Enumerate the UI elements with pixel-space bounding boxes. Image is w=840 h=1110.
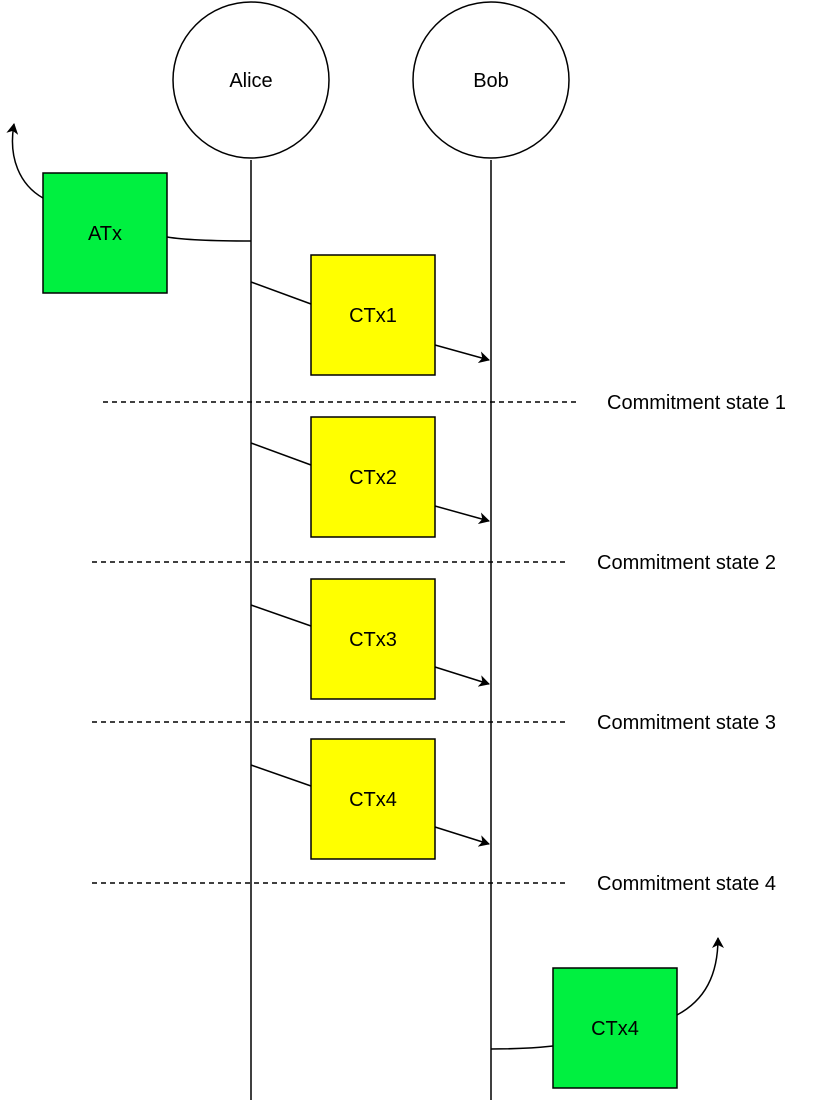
ctx3-arrow — [434, 666, 490, 687]
atx-broadcast-arrow — [6, 123, 44, 199]
atx-label: ATx — [88, 223, 122, 245]
atx-connector — [166, 236, 252, 242]
ctx3-box[interactable]: CTx3 — [310, 578, 436, 700]
state-4-label: Commitment state 4 — [597, 873, 776, 895]
ctx1-label: CTx1 — [349, 305, 397, 327]
ctx2-box[interactable]: CTx2 — [310, 416, 436, 538]
bob-node[interactable]: Bob — [412, 1, 570, 159]
state-3-label: Commitment state 3 — [597, 712, 776, 734]
ctx2-arrow — [434, 505, 490, 525]
ctx4-broadcast-arrow — [676, 937, 724, 1016]
ctx4-broadcast-box[interactable]: CTx4 — [552, 967, 678, 1089]
ctx1-arrow — [434, 344, 490, 364]
ctx4-arrow — [434, 826, 490, 847]
alice-node[interactable]: Alice — [172, 1, 330, 159]
ctx4-box[interactable]: CTx4 — [310, 738, 436, 860]
ctx4-label: CTx4 — [349, 789, 397, 811]
atx-box[interactable]: ATx — [42, 172, 168, 294]
state-1-label: Commitment state 1 — [607, 392, 786, 414]
bob-label: Bob — [473, 70, 509, 92]
ctx3-connector — [250, 604, 312, 627]
ctx2-connector — [250, 442, 312, 466]
ctx4-broadcast-connector — [490, 1045, 554, 1050]
ctx1-box[interactable]: CTx1 — [310, 254, 436, 376]
ctx2-label: CTx2 — [349, 467, 397, 489]
state-2-label: Commitment state 2 — [597, 552, 776, 574]
ctx3-label: CTx3 — [349, 629, 397, 651]
ctx4-broadcast-label: CTx4 — [591, 1018, 639, 1040]
ctx1-connector — [250, 281, 312, 305]
ctx4-connector — [250, 764, 312, 787]
alice-label: Alice — [229, 70, 272, 92]
